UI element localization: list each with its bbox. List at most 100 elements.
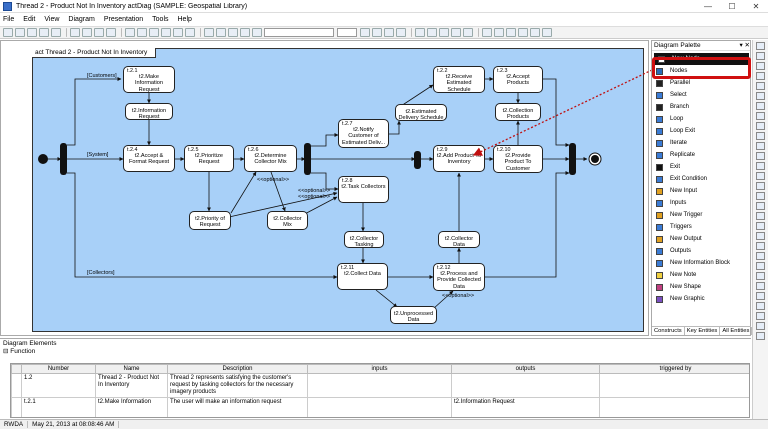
cut-icon[interactable]: [27, 28, 37, 37]
palette-item[interactable]: Replicate: [652, 149, 751, 161]
palette-item[interactable]: New Shape: [652, 281, 751, 293]
print-icon[interactable]: [15, 28, 25, 37]
tool-strip-icon[interactable]: [756, 132, 765, 140]
connect-icon[interactable]: [173, 28, 183, 37]
tool-strip-icon[interactable]: [756, 322, 765, 330]
tool-strip-icon[interactable]: [756, 282, 765, 290]
parallel-bar-2[interactable]: [304, 143, 311, 175]
parallel-bar-1[interactable]: [60, 143, 67, 175]
palette-item[interactable]: Branch: [652, 101, 751, 113]
palette-item[interactable]: Outputs: [652, 245, 751, 257]
tool-strip-icon[interactable]: [756, 172, 765, 180]
palette-item[interactable]: New Information Block: [652, 257, 751, 269]
bring-front-icon[interactable]: [240, 28, 250, 37]
palette-item[interactable]: Loop: [652, 113, 751, 125]
end-node[interactable]: [591, 155, 599, 163]
tool-strip-icon[interactable]: [756, 212, 765, 220]
data-object[interactable]: t2.Collector Data: [438, 231, 480, 248]
tool-strip-icon[interactable]: [756, 312, 765, 320]
tool-strip-icon[interactable]: [756, 52, 765, 60]
tool-strip-icon[interactable]: [756, 232, 765, 240]
column-header[interactable]: triggered by: [599, 364, 749, 374]
palette-item[interactable]: Inputs: [652, 197, 751, 209]
help-icon[interactable]: [542, 28, 552, 37]
redo-icon[interactable]: [82, 28, 92, 37]
tool-strip-icon[interactable]: [756, 72, 765, 80]
refresh-icon[interactable]: [106, 28, 116, 37]
tool-strip-icon[interactable]: [756, 202, 765, 210]
minimize-button[interactable]: —: [704, 1, 712, 11]
grid-icon[interactable]: [161, 28, 171, 37]
tool-strip-icon[interactable]: [756, 92, 765, 100]
tool-strip-icon[interactable]: [756, 162, 765, 170]
menu-view[interactable]: View: [44, 16, 60, 23]
properties-icon[interactable]: [530, 28, 540, 37]
tool-strip-icon[interactable]: [756, 182, 765, 190]
zoom-fit-icon[interactable]: [518, 28, 528, 37]
diagram-canvas[interactable]: act Thread 2 - Product Not In Inventory: [0, 40, 649, 336]
paste-icon[interactable]: [51, 28, 61, 37]
tool-strip-icon[interactable]: [756, 42, 765, 50]
tool-strip-icon[interactable]: [756, 292, 765, 300]
tool-strip-icon[interactable]: [756, 112, 765, 120]
palette-item[interactable]: New Input: [652, 185, 751, 197]
send-back-icon[interactable]: [252, 28, 262, 37]
data-object[interactable]: t2.Information Request: [125, 103, 173, 120]
menu-help[interactable]: Help: [177, 16, 192, 23]
tool-strip-icon[interactable]: [756, 242, 765, 250]
tool-strip-icon[interactable]: [756, 102, 765, 110]
align-icon[interactable]: [125, 28, 135, 37]
menu-presentation[interactable]: Presentation: [103, 16, 144, 23]
save-icon[interactable]: [3, 28, 13, 37]
column-header[interactable]: Description: [167, 364, 308, 374]
palette-item[interactable]: Exit Condition: [652, 173, 751, 185]
palette-item[interactable]: New Note: [652, 269, 751, 281]
tab-key-entities[interactable]: Key Entities: [685, 327, 721, 335]
column-header[interactable]: [11, 364, 22, 374]
palette-item[interactable]: Triggers: [652, 221, 751, 233]
menu-tools[interactable]: Tools: [152, 16, 169, 23]
parallel-bar-3[interactable]: [414, 151, 421, 169]
tool-strip-icon[interactable]: [756, 142, 765, 150]
font-color-icon[interactable]: [415, 28, 425, 37]
function-node[interactable]: t.2.8 t2.Task Collectors: [338, 176, 389, 203]
italic-icon[interactable]: [372, 28, 382, 37]
data-object[interactable]: t2.Priority of Request: [189, 211, 231, 230]
menu-edit[interactable]: Edit: [23, 16, 36, 23]
line-style-icon[interactable]: [451, 28, 461, 37]
function-node[interactable]: t.2.11 t2.Collect Data: [337, 263, 388, 290]
group-icon[interactable]: [216, 28, 226, 37]
fill-color-icon[interactable]: [427, 28, 437, 37]
line-width-icon[interactable]: [463, 28, 473, 37]
strikeout-icon[interactable]: [396, 28, 406, 37]
function-node[interactable]: t.2.5 t2.Prioritize Request: [184, 145, 234, 172]
tool-strip-icon[interactable]: [756, 82, 765, 90]
column-header[interactable]: Name: [95, 364, 168, 374]
copy-icon[interactable]: [39, 28, 49, 37]
tool-strip-icon[interactable]: [756, 252, 765, 260]
line-color-icon[interactable]: [439, 28, 449, 37]
layout-icon[interactable]: [149, 28, 159, 37]
palette-pin-close[interactable]: ▾ ✕: [739, 42, 750, 49]
palette-item[interactable]: New Graphic: [652, 293, 751, 305]
tool-strip-icon[interactable]: [756, 152, 765, 160]
tool-strip-icon[interactable]: [756, 332, 765, 340]
tool-strip-icon[interactable]: [756, 302, 765, 310]
function-node[interactable]: t.2.3 t2.Accept Products: [493, 66, 543, 93]
route-icon[interactable]: [185, 28, 195, 37]
palette-item[interactable]: Loop Exit: [652, 125, 751, 137]
bold-icon[interactable]: [360, 28, 370, 37]
font-name-combo[interactable]: [264, 28, 334, 37]
zoom-in-icon[interactable]: [494, 28, 504, 37]
distribute-icon[interactable]: [137, 28, 147, 37]
function-node[interactable]: t.2.9 t2.Add Product To Inventory: [433, 145, 485, 172]
tool-strip-icon[interactable]: [756, 222, 765, 230]
find-icon[interactable]: [482, 28, 492, 37]
palette-item[interactable]: Nodes: [652, 65, 751, 77]
function-node[interactable]: t.2.1 t2.Make Information Request: [123, 66, 175, 93]
start-node[interactable]: [38, 154, 48, 164]
table-row[interactable]: t.2.1 t2.Make Information The user will …: [11, 397, 749, 417]
column-header[interactable]: Number: [21, 364, 96, 374]
zoom-out-icon[interactable]: [506, 28, 516, 37]
close-button[interactable]: ✕: [752, 1, 760, 11]
